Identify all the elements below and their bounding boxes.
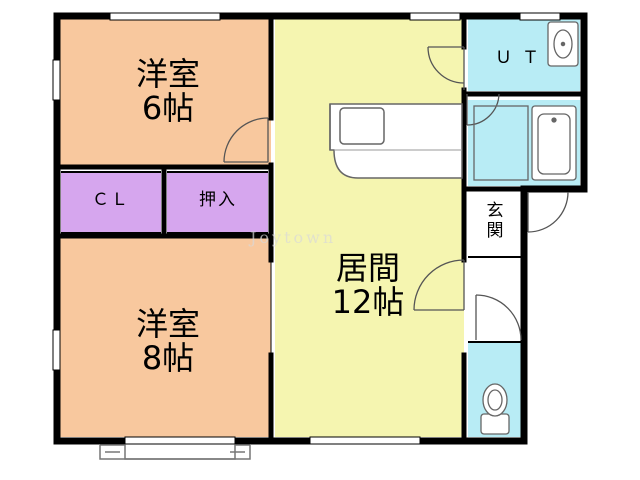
washbasin (547, 21, 579, 67)
room-western-6-fill (57, 19, 271, 166)
toilet-fixture (480, 383, 510, 435)
closet-fill (61, 173, 161, 233)
bathtub (473, 105, 577, 181)
bay-window (99, 444, 251, 460)
entrance-fill (468, 191, 521, 257)
interior-walls (54, 13, 587, 444)
living-room-fill (275, 19, 464, 437)
interior-thin-walls (61, 171, 521, 343)
doors (223, 46, 569, 355)
room-western-8-fill (57, 236, 271, 437)
kitchen-counter (329, 103, 463, 179)
windows (52, 12, 561, 445)
oshiire-fill (167, 173, 268, 233)
